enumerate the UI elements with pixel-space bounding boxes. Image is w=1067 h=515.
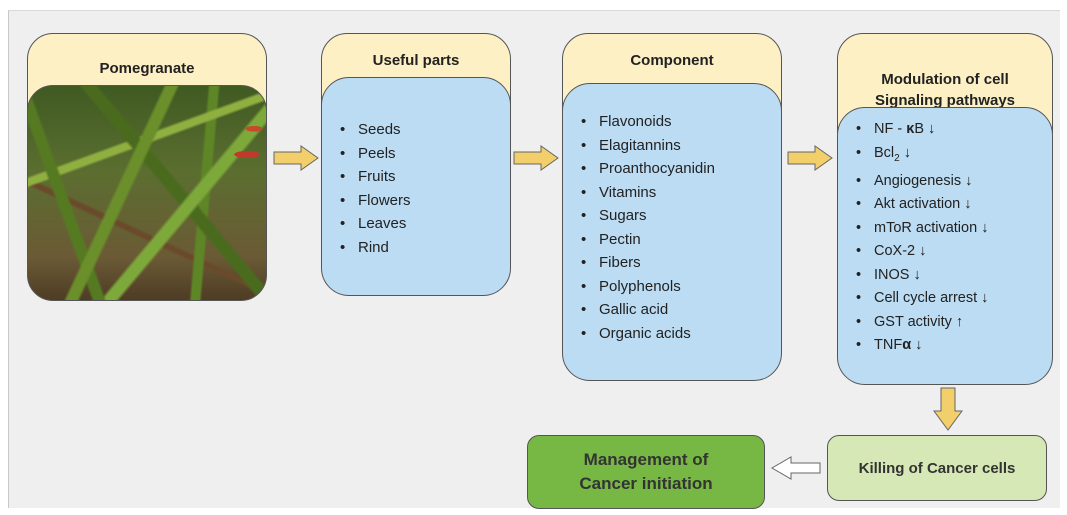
list-item: Sugars (581, 204, 775, 228)
down-arrow-icon: ↓ (913, 266, 921, 283)
modulation-title-line1: Modulation of cell (881, 71, 1009, 88)
up-arrow-icon: ↑ (955, 313, 964, 330)
pathway-item: INOS ↓ (856, 264, 1046, 288)
pathway-item: GST activity ↑ (856, 311, 1046, 335)
list-item: Flowers (340, 189, 504, 213)
killing-cancer-cells-label: Killing of Cancer cells (858, 459, 1016, 477)
pathway-label-cont: B (914, 121, 924, 137)
down-arrow-icon (933, 387, 963, 431)
down-arrow-icon: ↓ (928, 121, 936, 137)
down-arrow-icon: ↓ (964, 196, 972, 213)
pathway-label-bold: κ (906, 121, 915, 137)
pathway-item: Bcl2 ↓ (856, 142, 1046, 170)
list-item: Leaves (340, 212, 504, 236)
list-item: Fibers (581, 251, 775, 275)
list-item: Seeds (340, 118, 504, 142)
useful-parts-card: Seeds Peels Fruits Flowers Leaves Rind (321, 77, 511, 296)
down-arrow-icon: ↓ (981, 219, 989, 236)
left-arrow-icon (771, 456, 821, 480)
down-arrow-icon: ↓ (965, 172, 973, 189)
pathway-label: INOS (874, 266, 910, 283)
component-card: Flavonoids Elagitannins Proanthocyanidin… (562, 83, 782, 381)
pathway-label: GST activity (874, 313, 952, 330)
management-line1: Management of (583, 450, 709, 469)
component-list: Flavonoids Elagitannins Proanthocyanidin… (581, 110, 775, 345)
list-item: Peels (340, 142, 504, 166)
pathway-label: Akt activation (874, 196, 961, 213)
modulation-column: Modulation of cell Signaling pathways NF… (837, 33, 1053, 385)
pathway-label: CoX-2 (874, 243, 916, 260)
pomegranate-title: Pomegranate (99, 60, 195, 77)
list-item: Polyphenols (581, 275, 775, 299)
list-item: Proanthocyanidin (581, 157, 775, 181)
list-item: Flavonoids (581, 110, 775, 134)
pathway-label: Angiogenesis (874, 172, 962, 189)
modulation-title-line2: Signaling pathways (874, 92, 1016, 109)
killing-cancer-cells-box: Killing of Cancer cells (827, 435, 1047, 501)
right-arrow-icon (273, 145, 319, 171)
pathway-label: mToR activation (874, 219, 978, 236)
list-item: Vitamins (581, 181, 775, 205)
pathway-label: Cell cycle arrest (874, 290, 978, 307)
down-arrow-icon: ↓ (915, 337, 923, 354)
pathway-item: Angiogenesis ↓ (856, 170, 1046, 194)
pathway-item: Akt activation ↓ (856, 193, 1046, 217)
pomegranate-column: Pomegranate (27, 33, 267, 301)
list-item: Pectin (581, 228, 775, 252)
management-cancer-initiation-box: Management of Cancer initiation (527, 435, 765, 509)
component-column: Component Flavonoids Elagitannins Proant… (562, 33, 782, 381)
pathway-item: TNFα ↓ (856, 334, 1046, 358)
right-arrow-icon (787, 145, 833, 171)
pathway-label-bold: α (902, 337, 912, 354)
pathway-item: NF - κB ↓ (856, 118, 1046, 142)
component-title: Component (630, 52, 714, 69)
down-arrow-icon: ↓ (919, 243, 927, 260)
list-item: Gallic acid (581, 298, 775, 322)
pathway-subscript: 2 (894, 152, 900, 164)
list-item: Organic acids (581, 322, 775, 346)
down-arrow-icon: ↓ (981, 290, 989, 307)
pathway-item: CoX-2 ↓ (856, 240, 1046, 264)
list-item: Fruits (340, 165, 504, 189)
modulation-list: NF - κB ↓Bcl2 ↓Angiogenesis ↓Akt activat… (856, 118, 1046, 358)
pathway-item: Cell cycle arrest ↓ (856, 287, 1046, 311)
diagram-frame: Pomegranate Useful parts Seeds Peels Fru… (8, 10, 1060, 509)
list-item: Rind (340, 236, 504, 260)
pathway-label: NF - (874, 121, 907, 137)
pathway-label: Bcl (874, 144, 895, 161)
useful-parts-list: Seeds Peels Fruits Flowers Leaves Rind (340, 118, 504, 259)
management-line2: Cancer initiation (579, 474, 713, 493)
modulation-card: NF - κB ↓Bcl2 ↓Angiogenesis ↓Akt activat… (837, 107, 1053, 385)
pomegranate-leaves-photo (27, 85, 267, 301)
useful-parts-title: Useful parts (372, 52, 460, 69)
pathway-label: TNF (874, 337, 903, 354)
list-item: Elagitannins (581, 134, 775, 158)
pathway-item: mToR activation ↓ (856, 217, 1046, 241)
right-arrow-icon (513, 145, 559, 171)
down-arrow-icon: ↓ (903, 144, 911, 161)
useful-parts-column: Useful parts Seeds Peels Fruits Flowers … (321, 33, 511, 296)
